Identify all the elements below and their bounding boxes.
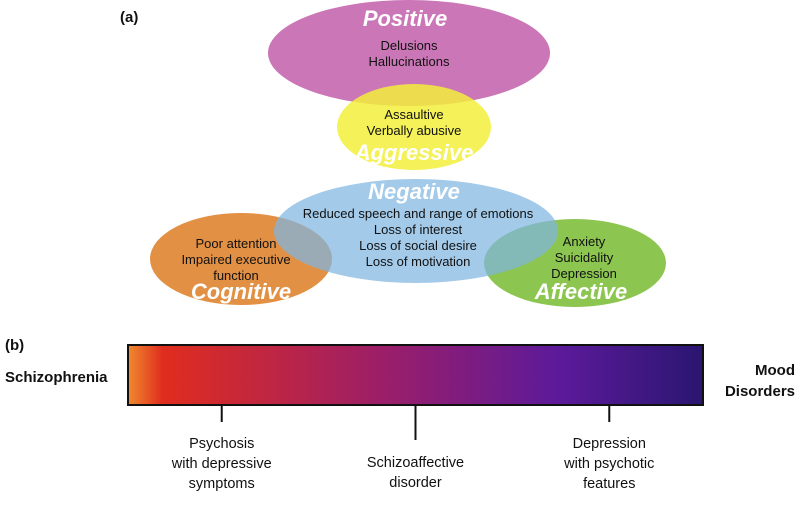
affective-title: Affective — [534, 279, 628, 304]
spectrum-tick-label: Depression — [573, 436, 646, 452]
aggressive-line: Assaultive — [384, 107, 443, 122]
left-label: Schizophrenia — [5, 369, 108, 386]
negative-line: Loss of interest — [374, 222, 463, 237]
cognitive-title: Cognitive — [191, 279, 291, 304]
affective-line: Suicidality — [555, 250, 614, 265]
positive-line: Delusions — [380, 38, 438, 53]
cognitive-line: function — [213, 268, 259, 283]
panel-b-label: (b) — [5, 337, 24, 354]
negative-title: Negative — [368, 179, 460, 204]
affective-line: Anxiety — [563, 234, 606, 249]
positive-ellipse — [268, 0, 550, 106]
spectrum-markers: Psychosis with depressive symptoms Schizoaf… — [171, 405, 654, 492]
spectrum-tick-label: symptoms — [189, 476, 255, 492]
spectrum-tick-label: disorder — [389, 475, 442, 491]
negative-line: Loss of motivation — [366, 254, 471, 269]
negative-ellipse — [274, 179, 558, 283]
spectrum-tick-label: Schizoaffective — [367, 455, 464, 471]
spectrum-bar — [127, 344, 704, 406]
spectrum-tick-label: with depressive — [171, 456, 272, 472]
affective-line: Depression — [551, 266, 617, 281]
cluster-aggressive: Assaultive Verbally abusive Aggressive — [337, 84, 491, 170]
negative-line: Loss of social desire — [359, 238, 477, 253]
spectrum-tick-label: with psychotic — [563, 456, 654, 472]
negative-line: Reduced speech and range of emotions — [303, 206, 534, 221]
positive-line: Hallucinations — [369, 54, 450, 69]
cluster-positive: Positive Delusions Hallucinations — [268, 0, 550, 106]
cluster-negative: Negative Reduced speech and range of emo… — [274, 179, 558, 283]
aggressive-line: Verbally abusive — [367, 123, 462, 138]
aggressive-title: Aggressive — [354, 140, 474, 165]
spectrum-tick-label: features — [583, 476, 635, 492]
spectrum-tick-label: Psychosis — [189, 436, 254, 452]
right-label-line: Disorders — [725, 383, 795, 400]
positive-title: Positive — [363, 6, 447, 31]
panel-a-label: (a) — [120, 9, 138, 26]
cognitive-line: Poor attention — [196, 236, 277, 251]
cognitive-line: Impaired executive — [181, 252, 290, 267]
right-label-line: Mood — [755, 362, 795, 379]
aggressive-ellipse — [337, 84, 491, 170]
